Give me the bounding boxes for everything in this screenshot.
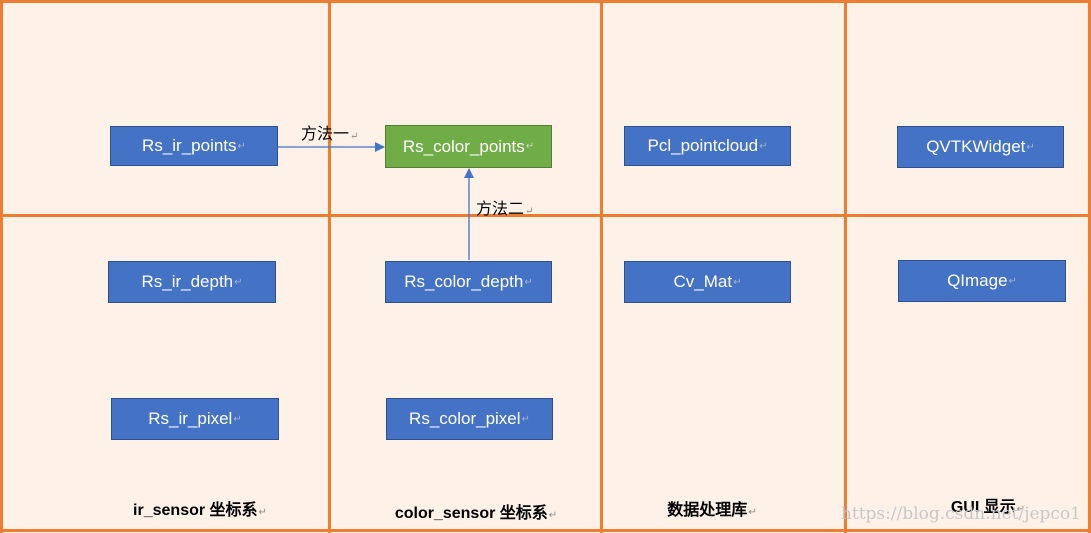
node-label: Cv_Mat bbox=[673, 272, 733, 291]
node-label: QVTKWidget bbox=[926, 137, 1026, 156]
column-label-text: 数据处理库 bbox=[667, 502, 748, 519]
grid-line-col1 bbox=[328, 0, 331, 533]
watermark: https://blog.csdn.net/jepco1 bbox=[840, 504, 1081, 524]
paragraph-mark: ↵ bbox=[1026, 141, 1035, 153]
grid-line-col3 bbox=[844, 0, 847, 533]
paragraph-mark: ↵ bbox=[233, 413, 242, 425]
paragraph-mark: ↵ bbox=[350, 131, 359, 142]
node-label: Rs_ir_depth bbox=[141, 272, 234, 291]
node-rs-color-depth[interactable]: Rs_color_depth↵ bbox=[385, 261, 552, 303]
column-label-gui: GUI 显示↵ bbox=[951, 493, 1025, 517]
node-label: Rs_color_pixel bbox=[409, 409, 521, 428]
grid-line-bottom bbox=[0, 529, 1091, 532]
paragraph-mark: ↵ bbox=[1016, 504, 1026, 515]
edge-label-text: 方法一 bbox=[301, 124, 350, 143]
paragraph-mark: ↵ bbox=[748, 507, 757, 518]
node-label: Rs_color_points bbox=[402, 136, 525, 156]
paragraph-mark: ↵ bbox=[548, 510, 558, 521]
paragraph-mark: ↵ bbox=[234, 276, 243, 288]
grid-line-left bbox=[0, 0, 3, 533]
paragraph-mark: ↵ bbox=[1008, 275, 1017, 287]
node-label: Rs_ir_pixel bbox=[148, 409, 233, 428]
node-rs-ir-pixel[interactable]: Rs_ir_pixel↵ bbox=[111, 398, 279, 440]
grid-line-top bbox=[0, 0, 1091, 3]
edge-label-method2: 方法二↵ bbox=[476, 195, 533, 219]
node-label: QImage bbox=[947, 271, 1008, 290]
column-label-text: color_sensor 坐标系 bbox=[394, 505, 548, 522]
node-qimage[interactable]: QImage↵ bbox=[898, 260, 1066, 302]
paragraph-mark: ↵ bbox=[258, 507, 267, 518]
node-label: Rs_ir_points bbox=[142, 136, 237, 155]
paragraph-mark: ↵ bbox=[521, 413, 530, 425]
column-label-text: GUI 显示 bbox=[950, 499, 1016, 516]
node-rs-ir-depth[interactable]: Rs_ir_depth↵ bbox=[108, 261, 276, 303]
node-label: Rs_color_depth bbox=[404, 272, 524, 291]
paragraph-mark: ↵ bbox=[759, 140, 768, 152]
edge-label-method1: 方法一↵ bbox=[301, 120, 358, 144]
column-label-data-lib: 数据处理库↵ bbox=[667, 496, 756, 520]
paragraph-mark: ↵ bbox=[525, 206, 534, 217]
node-rs-color-points[interactable]: Rs_color_points↵ bbox=[385, 125, 552, 168]
edge-label-text: 方法二 bbox=[476, 199, 525, 218]
grid-line-col2 bbox=[600, 0, 603, 533]
grid-line-right bbox=[1088, 0, 1091, 533]
column-label-text: ir_sensor 坐标系 bbox=[133, 502, 258, 519]
node-label: Pcl_pointcloud bbox=[647, 136, 759, 155]
grid-line-middle bbox=[0, 214, 1091, 217]
paragraph-mark: ↵ bbox=[237, 140, 246, 152]
column-label-color-sensor: color_sensor 坐标系↵ bbox=[395, 499, 557, 523]
paragraph-mark: ↵ bbox=[733, 276, 742, 288]
paragraph-mark: ↵ bbox=[524, 276, 533, 288]
column-label-ir-sensor: ir_sensor 坐标系↵ bbox=[133, 496, 267, 520]
node-rs-ir-points[interactable]: Rs_ir_points↵ bbox=[110, 126, 278, 166]
paragraph-mark: ↵ bbox=[525, 141, 535, 152]
node-cv-mat[interactable]: Cv_Mat↵ bbox=[624, 261, 791, 303]
node-rs-color-pixel[interactable]: Rs_color_pixel↵ bbox=[386, 398, 553, 440]
node-qvtkwidget[interactable]: QVTKWidget↵ bbox=[897, 126, 1064, 168]
node-pcl-pointcloud[interactable]: Pcl_pointcloud↵ bbox=[624, 126, 791, 166]
